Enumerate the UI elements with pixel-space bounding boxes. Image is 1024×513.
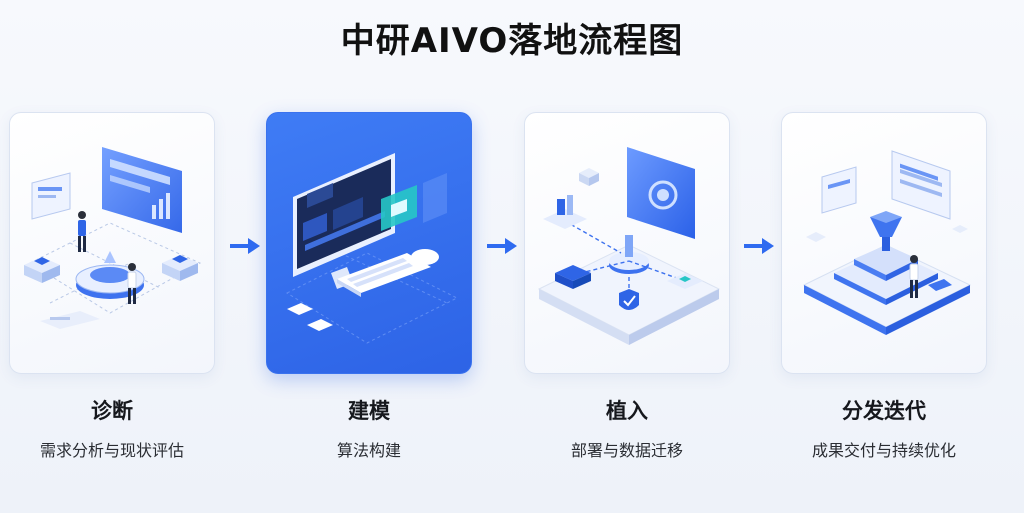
modeling-illustration-icon — [285, 153, 459, 344]
step-card-deployment — [524, 112, 730, 374]
step-card-diagnosis — [9, 112, 215, 374]
step-card-modeling — [266, 112, 472, 374]
flow-arrow-1 — [228, 236, 262, 256]
flow-arrow-2 — [485, 236, 519, 256]
step-title-diagnosis: 诊断 — [91, 399, 133, 423]
iteration-illustration-icon — [802, 150, 972, 335]
step-card-iteration — [781, 112, 987, 374]
step-subtitle-modeling: 算法构建 — [336, 441, 401, 460]
step-title-modeling: 建模 — [348, 399, 390, 423]
deployment-illustration-icon — [537, 147, 721, 345]
diagnosis-illustration-icon — [24, 147, 202, 329]
step-title-deployment: 植入 — [606, 399, 648, 423]
diagram-title: 中研AIVO落地流程图 — [340, 21, 684, 61]
step-subtitle-iteration: 成果交付与持续优化 — [811, 441, 956, 460]
step-subtitle-deployment: 部署与数据迁移 — [570, 441, 683, 460]
flow-arrow-3 — [742, 236, 776, 256]
step-title-iteration: 分发迭代 — [842, 399, 926, 423]
step-subtitle-diagnosis: 需求分析与现状评估 — [39, 441, 184, 460]
